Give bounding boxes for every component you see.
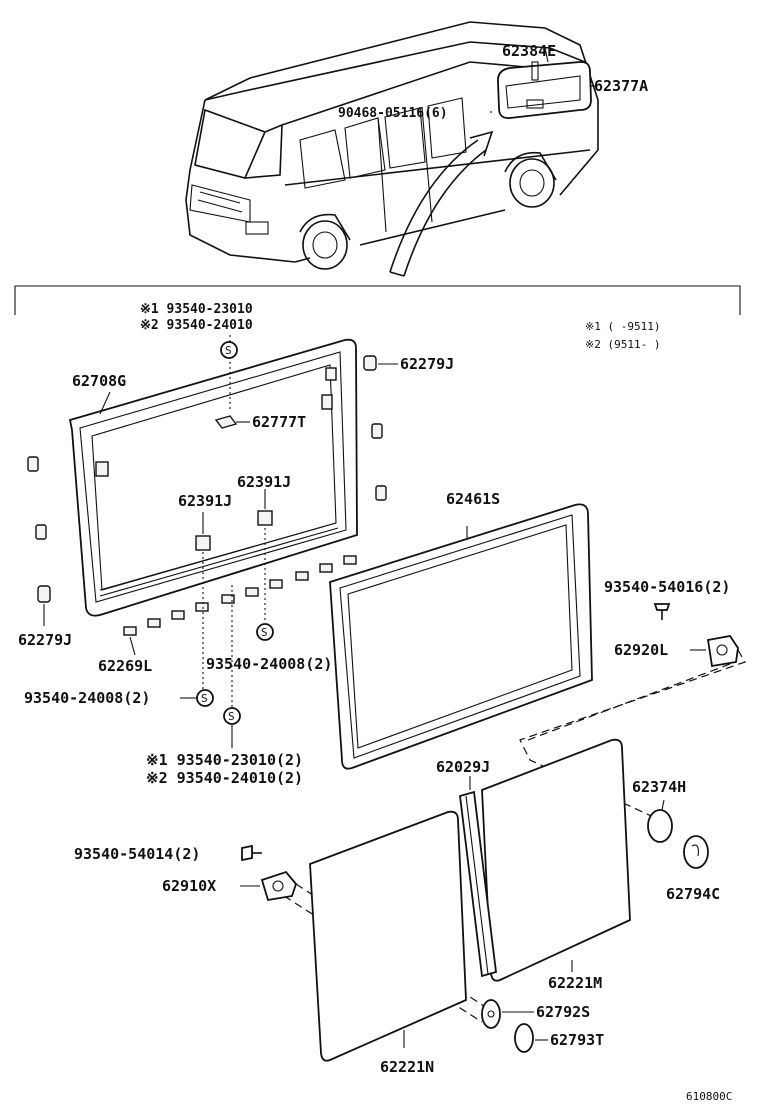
label-62221N: 62221N [380,1058,434,1076]
part-62794C [683,835,709,869]
cap-left-3 [37,585,51,603]
label-62384E: 62384E [502,42,556,60]
label-93540-54016: 93540-54016(2) [604,578,730,596]
pads-62269L [123,555,357,636]
label-62029J: 62029J [436,758,490,776]
label-62794C: 62794C [666,885,720,903]
cap-left-1 [27,456,39,472]
screw-symbol-low-a: S [201,692,208,705]
channel-62461S [329,503,593,770]
part-62793T [514,1023,534,1053]
label-93540-24008-b: 93540-24008(2) [24,689,150,707]
label-62391J-a: 62391J [178,492,232,510]
label-s2-93540-24010: ※2 93540-24010 [140,318,253,333]
label-62777T: 62777T [252,413,306,431]
label-62920L: 62920L [614,641,668,659]
label-62279J-left: 62279J [18,631,72,649]
diagram-id: 610800C [686,1090,732,1103]
screw-symbol-mid: S [261,626,268,639]
screw-93540-54016 [653,603,671,620]
label-62793T: 62793T [550,1031,604,1049]
label-93540-54014: 93540-54014(2) [74,845,200,863]
label-62221M: 62221M [548,974,602,992]
label-62374H: 62374H [632,778,686,796]
leader-62374H [661,799,665,811]
label-90468-05116: 90468-05116(6) [338,106,448,121]
dashed-line-right-2 [527,663,731,741]
dashed-line-right [519,649,746,821]
label-62910X: 62910X [162,877,216,895]
label-62708G: 62708G [72,372,126,390]
cap-62279J-top [363,355,377,371]
screw-top: S [220,341,238,359]
label-62269L: 62269L [98,657,152,675]
label-62391J-b: 62391J [237,473,291,491]
label-62377A: 62377A [594,77,648,95]
part-62792S [481,999,501,1029]
label-62792S: 62792S [536,1003,590,1021]
label-62461S: 62461S [446,490,500,508]
note-2: ※2 (9511- ) [585,338,660,351]
part-62374H [647,809,673,843]
label-62279J-top: 62279J [400,355,454,373]
block-62391J-b [257,510,273,526]
cap-right-1 [371,423,383,439]
clip-62777T [214,415,238,429]
leader-62269L [129,636,136,656]
note-1: ※1 ( -9511) [585,320,660,333]
van-illustration [185,21,599,277]
glass-62221N [309,810,467,1062]
label-s1-93540-23010-2: ※1 93540-23010(2) [146,751,303,769]
screw-low-b: S [223,707,241,725]
label-s2-93540-24010-2: ※2 93540-24010(2) [146,769,303,787]
screw-symbol: S [225,344,232,357]
latch-62910X [260,870,298,902]
screw-low-a: S [196,689,214,707]
leader-62708G [99,391,111,415]
cap-left-2 [35,524,47,540]
strip-62029J [459,790,497,978]
screw-symbol-low-b: S [228,710,235,723]
glass-62221M [481,738,631,982]
latch-62920L [706,635,739,668]
block-62391J-a [195,535,211,551]
label-93540-24008-a: 93540-24008(2) [206,655,332,673]
cap-right-2 [375,485,387,501]
section-bracket [14,285,741,315]
frame-62708G [68,338,358,617]
screw-mid: S [256,623,274,641]
label-s1-93540-23010: ※1 93540-23010 [140,302,253,317]
screw-93540-54014 [241,844,262,862]
